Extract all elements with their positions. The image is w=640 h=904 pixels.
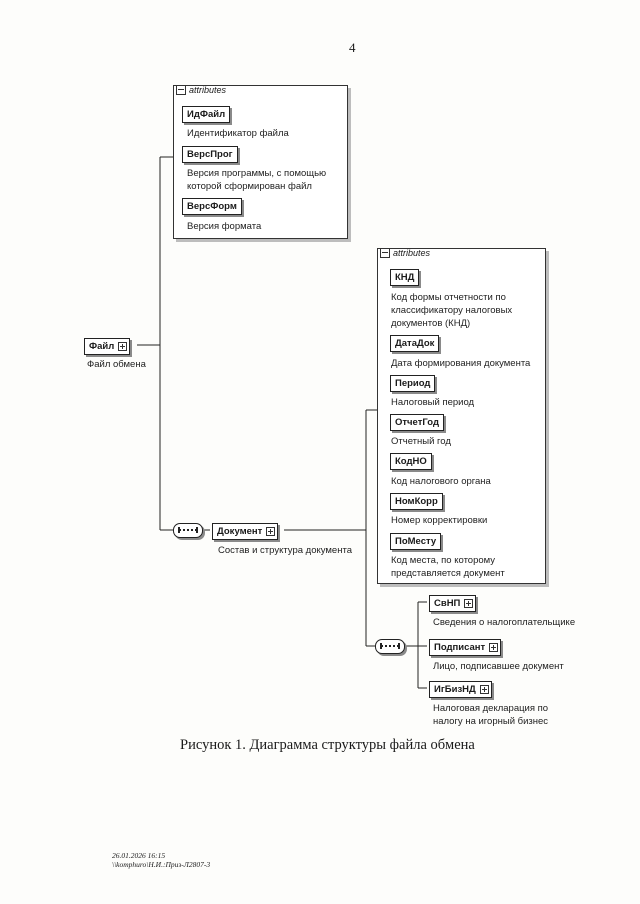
attributes-label: attributes [393, 248, 431, 258]
root-attributes-header: attributes [176, 85, 226, 95]
attr-datadok-desc: Дата формирования документа [391, 358, 531, 369]
attr-period[interactable]: Период [390, 375, 436, 392]
attributes-label: attributes [189, 85, 227, 95]
attr-versform[interactable]: ВерсФорм [182, 198, 242, 215]
podpisant-desc: Лицо, подписавшее документ [433, 661, 564, 672]
podpisant-label: Подписант [434, 642, 486, 653]
attr-knd[interactable]: КНД [390, 269, 420, 286]
page-number: 4 [349, 40, 356, 55]
root-element-label: Файл [89, 341, 115, 352]
svnp-desc: Сведения о налогоплательщике [433, 617, 576, 628]
attr-idfile[interactable]: ИдФайл [182, 106, 231, 123]
element-document[interactable]: Документ [212, 523, 279, 540]
attr-otchetgod[interactable]: ОтчетГод [390, 414, 444, 431]
root-element-file[interactable]: Файл [84, 338, 131, 355]
element-podpisant[interactable]: Подписант [429, 639, 502, 656]
sequence-icon [375, 639, 405, 654]
attr-kodno[interactable]: КодНО [390, 453, 432, 470]
attr-pomestu[interactable]: ПоМесту [390, 533, 442, 550]
attr-otchetgod-desc: Отчетный год [391, 436, 451, 447]
attr-versprog[interactable]: ВерсПрог [182, 146, 238, 163]
attr-nomkorr-desc: Номер корректировки [391, 515, 488, 526]
footer-stamp: 26.01.2026 16:15\\komphuro\Н.И.:Приз-Л28… [112, 851, 211, 869]
root-element-desc: Файл обмена [87, 359, 146, 370]
sequence-icon [173, 523, 203, 538]
collapse-icon[interactable] [380, 248, 390, 258]
expand-icon[interactable] [118, 342, 128, 351]
attr-nomkorr[interactable]: НомКорр [390, 493, 443, 510]
document-desc: Состав и структура документа [218, 545, 352, 556]
expand-icon[interactable] [464, 599, 474, 608]
element-svnp[interactable]: СвНП [429, 595, 477, 612]
expand-icon[interactable] [266, 527, 276, 536]
attr-versform-desc: Версия формата [187, 221, 262, 232]
svnp-label: СвНП [434, 598, 461, 609]
element-igbiznd[interactable]: ИгБизНД [429, 681, 492, 698]
igbiznd-label: ИгБизНД [434, 684, 476, 695]
figure-caption: Рисунок 1. Диаграмма структуры файла обм… [180, 737, 475, 753]
document-label: Документ [217, 526, 263, 537]
expand-icon[interactable] [479, 685, 489, 694]
attr-period-desc: Налоговый период [391, 397, 475, 408]
expand-icon[interactable] [489, 643, 499, 652]
attr-datadok[interactable]: ДатаДок [390, 335, 440, 352]
document-attributes-header: attributes [380, 248, 430, 258]
attr-kodno-desc: Код налогового органа [391, 476, 491, 487]
attr-idfile-desc: Идентификатор файла [187, 128, 289, 139]
collapse-icon[interactable] [176, 85, 186, 95]
